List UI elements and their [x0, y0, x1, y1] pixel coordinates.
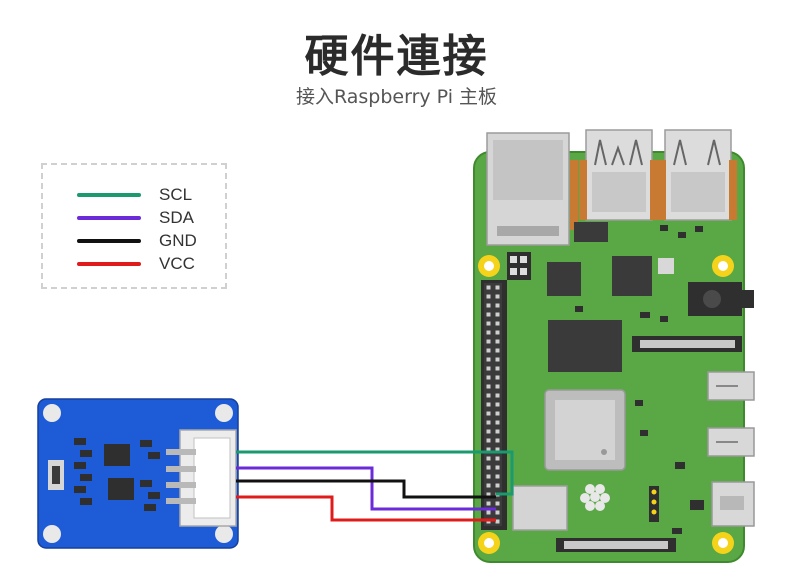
- legend-item-scl: SCL: [77, 185, 192, 205]
- gnd-wire: [236, 479, 496, 499]
- ram-chip: [548, 320, 622, 372]
- hdmi-port-1: [707, 371, 755, 401]
- legend-item-sda: SDA: [77, 208, 194, 228]
- page-subtitle: 接入Raspberry Pi 主板: [295, 86, 498, 108]
- hdmi-port-2: [707, 427, 755, 457]
- vcc-swatch: [77, 262, 141, 266]
- gpio-header: [481, 280, 507, 530]
- wire-legend: SCL SDA GND VCC: [41, 163, 227, 289]
- legend-label-scl: SCL: [159, 185, 193, 204]
- audio-jack: [688, 282, 754, 316]
- soc-chip: [544, 389, 626, 471]
- ethernet-port: [486, 132, 578, 246]
- scl-swatch: [77, 193, 141, 197]
- sensor-connector: [166, 429, 237, 527]
- legend-label-gnd: GND: [159, 231, 197, 250]
- usb-c-power-port: [711, 481, 755, 527]
- mounting-holes: [478, 255, 734, 554]
- sensor-ic-2: [108, 478, 134, 500]
- vcc-wire: [236, 495, 496, 522]
- usb-port-2: [658, 129, 737, 221]
- scl-wire: [236, 450, 514, 496]
- usb-controller-chip: [547, 262, 581, 296]
- legend-item-vcc: VCC: [77, 254, 195, 274]
- sda-swatch: [77, 216, 141, 220]
- raspberry-pi-board: [473, 129, 755, 563]
- header-connector-block: [512, 485, 568, 531]
- raspberry-pi-logo-icon: [580, 484, 610, 511]
- page-title: 硬件連接: [304, 31, 489, 82]
- sda-wire: [236, 466, 496, 511]
- wires: [236, 450, 514, 522]
- legend-label-sda: SDA: [159, 208, 194, 227]
- usb-port-1: [579, 129, 658, 221]
- legend-item-gnd: GND: [77, 231, 197, 251]
- sensor-ic-1: [104, 444, 130, 466]
- sensor-hole-tl: [43, 404, 61, 422]
- gnd-swatch: [77, 239, 141, 243]
- ethernet-chip: [612, 256, 652, 296]
- sensor-module: [37, 398, 239, 549]
- legend-label-vcc: VCC: [159, 254, 195, 273]
